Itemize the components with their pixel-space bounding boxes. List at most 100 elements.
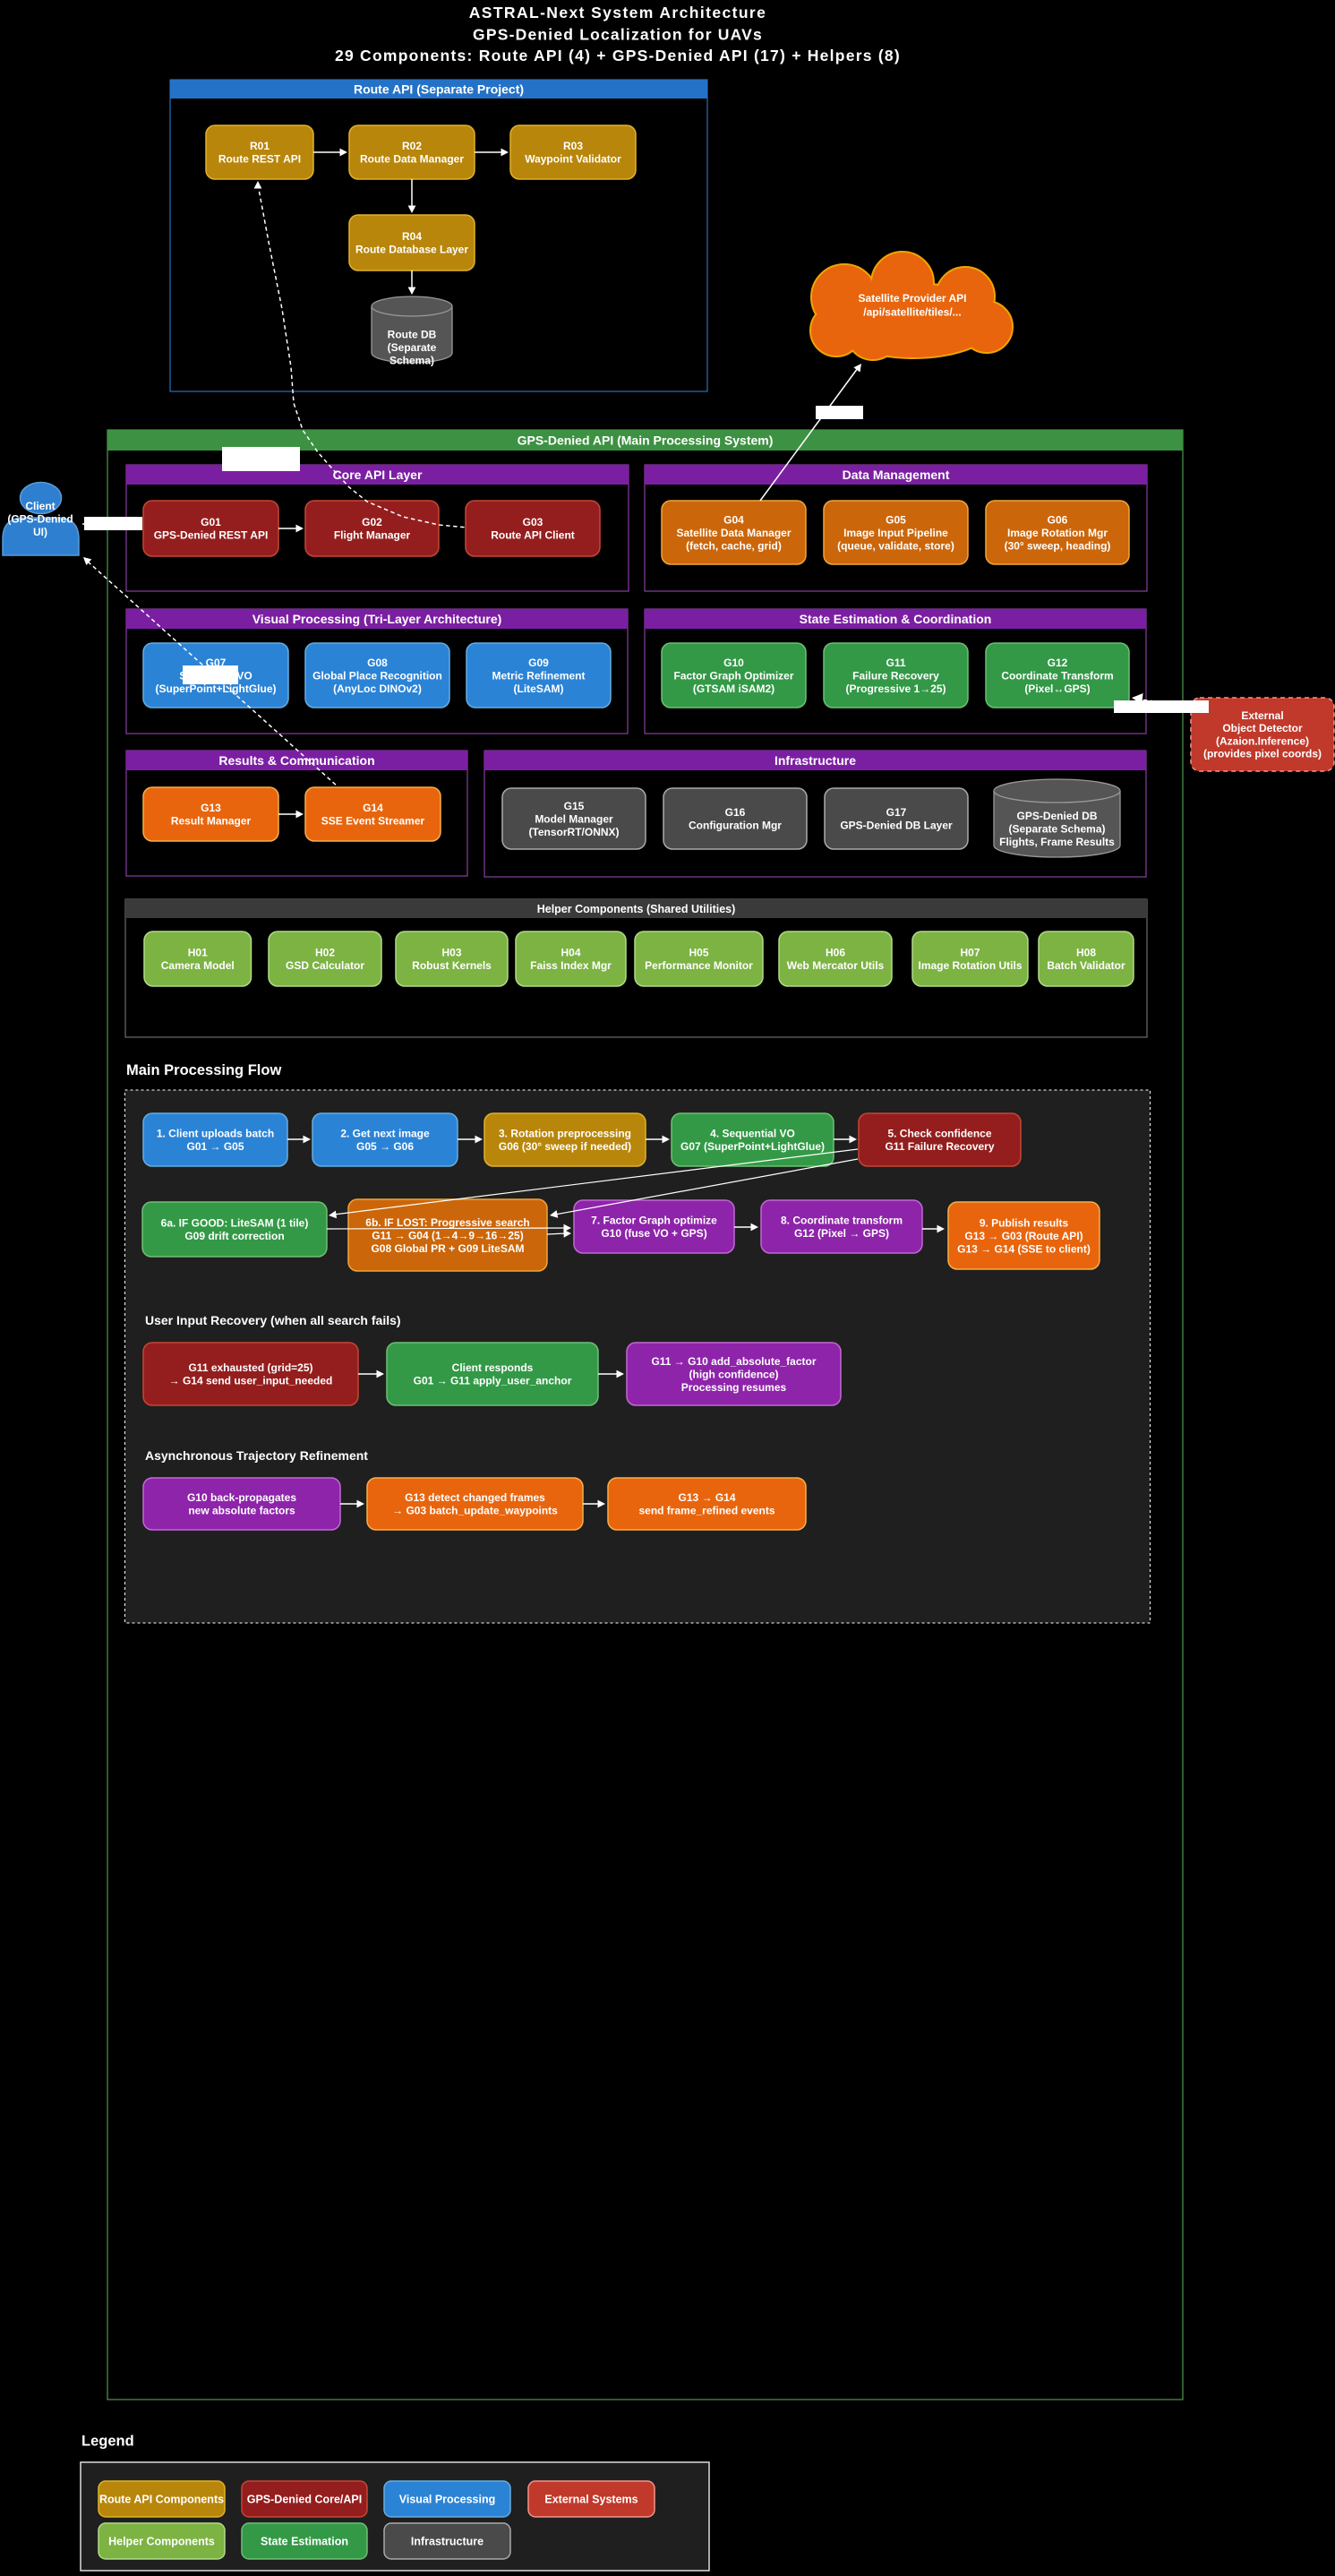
svg-text:2. Get next image: 2. Get next image: [340, 1128, 430, 1140]
svg-text:Image Rotation Mgr: Image Rotation Mgr: [1007, 527, 1108, 539]
svg-text:Satellite Data Manager: Satellite Data Manager: [676, 527, 791, 539]
svg-text:R04: R04: [402, 230, 422, 243]
svg-text:G11 → G10 add_absolute_factor: G11 → G10 add_absolute_factor: [651, 1355, 816, 1368]
svg-text:(high confidence): (high confidence): [689, 1368, 779, 1380]
svg-text:G01 → G05: G01 → G05: [186, 1140, 244, 1153]
svg-text:Data Management: Data Management: [843, 468, 950, 482]
svg-text:Satellite Provider API: Satellite Provider API: [859, 292, 967, 305]
svg-text:Waypoint Validator: Waypoint Validator: [525, 153, 621, 166]
svg-text:G13: G13: [201, 802, 221, 814]
svg-text:(30° sweep, heading): (30° sweep, heading): [1005, 539, 1111, 552]
svg-text:G11 → G04 (1→4→9→16→25): G11 → G04 (1→4→9→16→25): [372, 1229, 523, 1241]
svg-text:Route API Client: Route API Client: [491, 529, 575, 542]
svg-text:Batch Validator: Batch Validator: [1047, 959, 1125, 972]
svg-text:(fetch, cache, grid): (fetch, cache, grid): [686, 539, 782, 552]
svg-text:G11 exhausted (grid=25): G11 exhausted (grid=25): [188, 1361, 312, 1374]
svg-text:Object Detector: Object Detector: [1222, 722, 1303, 734]
svg-text:G09 drift correction: G09 drift correction: [184, 1230, 284, 1242]
svg-text:Web Mercator Utils: Web Mercator Utils: [787, 959, 885, 972]
svg-text:Infrastructure: Infrastructure: [774, 753, 856, 768]
svg-text:(GTSAM iSAM2): (GTSAM iSAM2): [693, 683, 774, 695]
svg-text:Factor Graph Optimizer: Factor Graph Optimizer: [673, 669, 793, 682]
svg-text:Route API (Separate Project): Route API (Separate Project): [354, 82, 524, 97]
svg-text:UI): UI): [33, 526, 47, 538]
svg-text:Camera Model: Camera Model: [161, 959, 235, 972]
svg-text:Legend: Legend: [81, 2434, 134, 2450]
svg-text:H06: H06: [826, 947, 845, 959]
svg-text:Flight Manager: Flight Manager: [334, 529, 411, 542]
svg-text:3. Rotation preprocessing: 3. Rotation preprocessing: [499, 1128, 631, 1140]
svg-text:Route DB: Route DB: [388, 328, 437, 340]
svg-text:GPS-Denied Core/API: GPS-Denied Core/API: [247, 2494, 363, 2506]
svg-text:G06 (30° sweep if needed): G06 (30° sweep if needed): [499, 1140, 631, 1153]
svg-text:Infrastructure: Infrastructure: [411, 2536, 484, 2548]
svg-text:(AnyLoc DINOv2): (AnyLoc DINOv2): [333, 683, 422, 695]
svg-text:Configuration Mgr: Configuration Mgr: [689, 820, 782, 832]
svg-text:Route REST API: Route REST API: [218, 153, 301, 166]
svg-text:G08 Global PR + G09 LiteSAM: G08 Global PR + G09 LiteSAM: [371, 1242, 524, 1255]
svg-text:H08: H08: [1076, 947, 1096, 959]
svg-text:→ G03 batch_update_waypoints: → G03 batch_update_waypoints: [392, 1505, 558, 1517]
svg-text:(GPS-Denied: (GPS-Denied: [7, 513, 73, 526]
svg-text:GPS-Denied REST API: GPS-Denied REST API: [154, 529, 269, 542]
svg-text:ASTRAL-Next System Architectur: ASTRAL-Next System Architecture: [469, 4, 767, 21]
svg-text:G01 → G11 apply_user_anchor: G01 → G11 apply_user_anchor: [414, 1375, 572, 1387]
svg-text:G11 Failure Recovery: G11 Failure Recovery: [885, 1140, 994, 1153]
svg-text:R02: R02: [402, 140, 422, 152]
svg-text:G14: G14: [363, 802, 383, 814]
svg-text:R01: R01: [250, 140, 270, 152]
svg-text:G01: G01: [201, 516, 221, 528]
svg-text:State Estimation: State Estimation: [261, 2536, 348, 2548]
svg-text:6a. IF GOOD: LiteSAM (1 tile): 6a. IF GOOD: LiteSAM (1 tile): [161, 1217, 309, 1230]
svg-text:→ G14 send user_input_needed: → G14 send user_input_needed: [169, 1375, 333, 1387]
svg-text:29 Components: Route API (4) +: 29 Components: Route API (4) + GPS-Denie…: [335, 47, 901, 64]
svg-text:6b. IF LOST: Progressive searc: 6b. IF LOST: Progressive search: [365, 1216, 529, 1229]
svg-text:(provides pixel coords): (provides pixel coords): [1203, 748, 1322, 760]
svg-text:Schema): Schema): [389, 354, 434, 366]
svg-text:Visual Processing: Visual Processing: [399, 2494, 495, 2506]
svg-text:Client: Client: [25, 500, 55, 512]
svg-text:4. Sequential VO: 4. Sequential VO: [710, 1128, 795, 1140]
svg-text:Main Processing Flow: Main Processing Flow: [126, 1062, 281, 1078]
svg-text:G13 detect changed frames: G13 detect changed frames: [405, 1491, 545, 1504]
svg-text:Route API Components: Route API Components: [99, 2494, 224, 2506]
svg-text:G02: G02: [362, 516, 382, 528]
svg-text:G10: G10: [723, 657, 744, 669]
svg-text:Image Input Pipeline: Image Input Pipeline: [843, 527, 948, 539]
svg-text:H02: H02: [315, 947, 335, 959]
svg-text:Route Data Manager: Route Data Manager: [360, 153, 464, 166]
svg-text:(LiteSAM): (LiteSAM): [514, 683, 564, 695]
svg-text:8. Coordinate transform: 8. Coordinate transform: [781, 1215, 903, 1227]
svg-text:Core API Layer: Core API Layer: [333, 468, 423, 482]
svg-text:send frame_refined events: send frame_refined events: [638, 1505, 774, 1517]
svg-text:Result Manager: Result Manager: [171, 815, 252, 828]
svg-text:SSE Event Streamer: SSE Event Streamer: [321, 815, 425, 828]
svg-text:(Azaion.Inference): (Azaion.Inference): [1216, 734, 1309, 747]
svg-text:G04: G04: [723, 513, 744, 526]
svg-text:H04: H04: [561, 947, 580, 959]
svg-text:(Pixel↔GPS): (Pixel↔GPS): [1024, 683, 1090, 695]
svg-text:GPS-Denied API (Main Processin: GPS-Denied API (Main Processing System): [518, 434, 774, 448]
svg-text:H01: H01: [188, 947, 208, 959]
svg-text:Global Place Recognition: Global Place Recognition: [312, 669, 442, 682]
svg-text:(Progressive 1→25): (Progressive 1→25): [845, 683, 946, 695]
svg-text:GPS-Denied DB Layer: GPS-Denied DB Layer: [840, 820, 953, 832]
svg-text:7. Factor Graph optimize: 7. Factor Graph optimize: [591, 1215, 717, 1227]
svg-text:G05 → G06: G05 → G06: [356, 1140, 414, 1153]
svg-text:Results & Communication: Results & Communication: [218, 753, 374, 768]
svg-text:G12 (Pixel → GPS): G12 (Pixel → GPS): [794, 1227, 889, 1240]
svg-text:Visual Processing (Tri-Layer A: Visual Processing (Tri-Layer Architectur…: [252, 612, 502, 626]
svg-text:G17: G17: [886, 806, 907, 819]
svg-text:G10 (fuse VO + GPS): G10 (fuse VO + GPS): [601, 1227, 706, 1240]
svg-text:GSD Calculator: GSD Calculator: [286, 959, 364, 972]
svg-text:G13 → G03 (Route API): G13 → G03 (Route API): [964, 1230, 1083, 1242]
svg-text:1. Client uploads batch: 1. Client uploads batch: [157, 1128, 274, 1140]
svg-text:Faiss Index Mgr: Faiss Index Mgr: [530, 959, 612, 972]
svg-text:Processing resumes: Processing resumes: [681, 1381, 787, 1394]
svg-text:State Estimation & Coordinatio: State Estimation & Coordination: [800, 612, 992, 626]
svg-text:G11: G11: [886, 657, 905, 669]
svg-text:G05: G05: [886, 513, 906, 526]
svg-text:Coordinate Transform: Coordinate Transform: [1001, 669, 1113, 682]
svg-text:GPS-Denied Localization for UA: GPS-Denied Localization for UAVs: [473, 26, 763, 44]
svg-text:H03: H03: [441, 947, 461, 959]
